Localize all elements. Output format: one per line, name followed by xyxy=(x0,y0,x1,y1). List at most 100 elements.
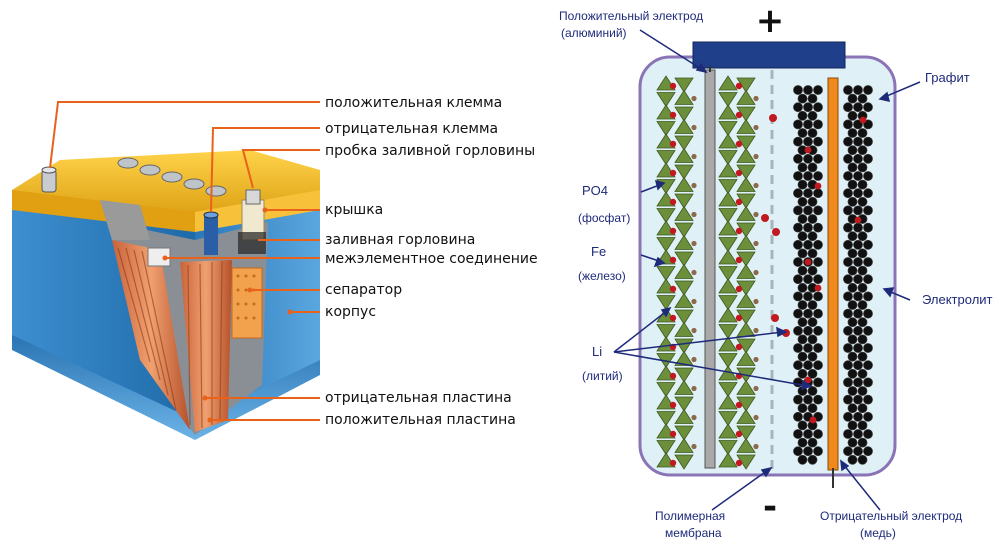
graphite-atom xyxy=(793,188,803,199)
lithium-ion-dot xyxy=(735,169,743,177)
copper-current-collector xyxy=(827,77,839,471)
phosphate-tetrahedron xyxy=(656,150,676,166)
phosphate-tetrahedron xyxy=(718,394,738,410)
graphite-atom xyxy=(813,205,823,216)
phosphate-tetrahedron xyxy=(718,353,738,369)
cathode-lattice xyxy=(656,75,759,470)
graphite-atom xyxy=(843,274,853,285)
graphite-atom xyxy=(857,248,868,259)
graphite-atom xyxy=(807,248,818,259)
graphite-atom xyxy=(857,351,868,362)
graphite-atom xyxy=(843,291,853,302)
label-positive-electrode-material: (алюминий) xyxy=(561,26,627,40)
phosphate-tetrahedron xyxy=(674,205,694,221)
graphite-atom xyxy=(853,136,863,147)
graphite-atom xyxy=(843,171,853,181)
lithium-ion-dot xyxy=(735,111,743,119)
graphite-atom xyxy=(797,317,808,328)
phosphate-tetrahedron xyxy=(718,440,738,456)
graphite-atom xyxy=(813,102,823,113)
graphite-atom xyxy=(853,411,863,422)
graphite-atom xyxy=(797,300,808,310)
phosphate-tetrahedron xyxy=(674,106,694,122)
graphite-atom xyxy=(853,257,863,267)
graphite-atom xyxy=(863,377,873,388)
label-negative-electrode: Отрицательный электрод xyxy=(820,509,962,523)
lithium-ion-dot xyxy=(669,285,677,293)
graphite-atom xyxy=(813,343,823,353)
iron-atom-dot xyxy=(691,443,697,450)
graphite-atom xyxy=(843,360,853,371)
iron-atom-dot xyxy=(691,124,697,131)
graphite-atom xyxy=(797,179,808,190)
graphite-atom xyxy=(853,377,863,388)
label-membrane-2: мембрана xyxy=(665,526,722,540)
graphite-atom xyxy=(807,162,818,173)
graphite-atom xyxy=(843,325,853,336)
graphite-atom xyxy=(847,196,858,207)
graphite-atom xyxy=(797,265,808,276)
graphite-atom xyxy=(857,179,868,190)
lithium-ion-dot xyxy=(669,227,677,235)
graphite-atom xyxy=(847,403,858,414)
graphite-atom xyxy=(807,300,818,310)
iron-atom-dot xyxy=(691,153,697,160)
graphite-atom xyxy=(847,368,858,379)
phosphate-tetrahedron xyxy=(674,454,694,470)
graphite-atom xyxy=(793,274,803,285)
graphite-atom xyxy=(813,446,823,457)
graphite-atom xyxy=(853,171,863,181)
iron-atom-dot xyxy=(691,414,697,421)
graphite-atom xyxy=(803,119,813,130)
graphite-atom xyxy=(847,282,858,293)
phosphate-tetrahedron xyxy=(674,350,694,366)
label-separator: сепаратор xyxy=(325,282,402,298)
intercalated-lithium-dot xyxy=(814,182,822,190)
lithium-ion-dot xyxy=(735,198,743,206)
graphite-atom xyxy=(793,257,803,267)
lithium-ion-dot xyxy=(669,169,677,177)
phosphate-tetrahedron xyxy=(674,193,694,209)
graphite-atom xyxy=(803,429,813,439)
phosphate-tetrahedron xyxy=(656,440,676,456)
graphite-atom xyxy=(813,394,823,405)
phosphate-tetrahedron xyxy=(674,367,694,383)
leader-dots xyxy=(162,207,293,423)
iron-atom-dot xyxy=(691,211,697,218)
label-filler-plug: пробка заливной горловины xyxy=(325,143,535,159)
battery-case-bottom-rim xyxy=(12,335,320,440)
graphite-atom xyxy=(863,360,873,371)
positive-plate-block xyxy=(180,260,232,432)
phosphate-tetrahedron xyxy=(674,176,694,192)
graphite-atom xyxy=(847,351,858,362)
graphite-atom xyxy=(803,291,813,302)
graphite-atom xyxy=(863,136,873,147)
iron-atom-dot xyxy=(691,327,697,334)
phosphate-tetrahedron xyxy=(674,89,694,105)
phosphate-tetrahedron xyxy=(656,324,676,340)
label-fe-name: (железо) xyxy=(578,269,626,283)
graphite-atom xyxy=(857,145,868,156)
graphite-atom xyxy=(797,282,808,293)
graphite-atom xyxy=(857,231,868,242)
label-positive-terminal: положительная клемма xyxy=(325,95,502,111)
graphite-atom xyxy=(813,291,823,302)
graphite-atom xyxy=(843,394,853,405)
phosphate-tetrahedron xyxy=(718,92,738,108)
lithium-ion-dot xyxy=(669,198,677,206)
phosphate-tetrahedron xyxy=(718,307,738,323)
lithium-ion-dot xyxy=(735,82,743,90)
graphite-atom xyxy=(813,239,823,250)
iron-atom-dot xyxy=(753,182,759,189)
phosphate-tetrahedron xyxy=(674,309,694,325)
iron-atom-dot xyxy=(753,269,759,276)
positive-terminal-cap xyxy=(692,41,846,69)
graphite-atom xyxy=(807,93,818,104)
graphite-atom xyxy=(813,325,823,336)
phosphate-tetrahedron xyxy=(674,263,694,279)
graphite-atom xyxy=(843,429,853,439)
graphite-atom xyxy=(803,308,813,319)
graphite-atom xyxy=(797,248,808,259)
label-fe: Fe xyxy=(591,244,606,259)
